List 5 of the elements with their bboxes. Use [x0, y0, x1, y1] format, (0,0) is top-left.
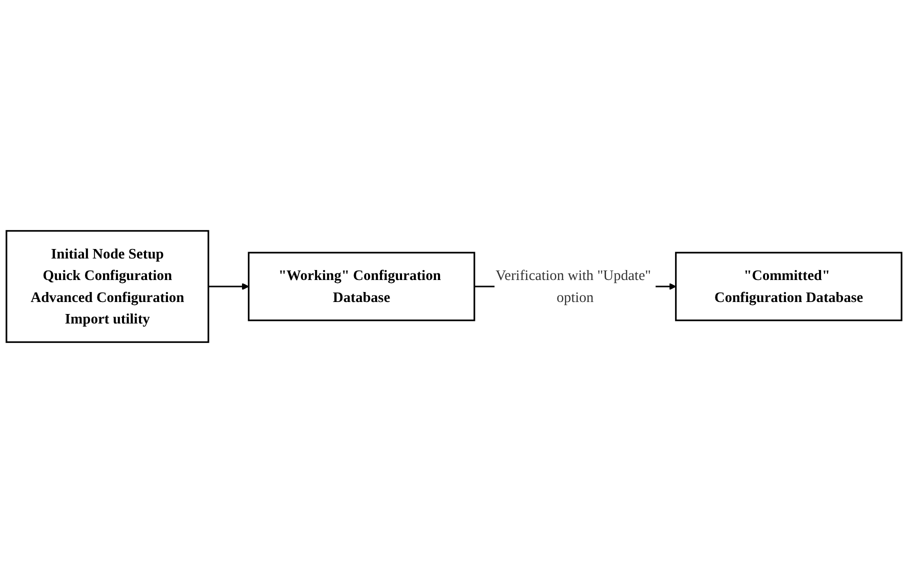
node-box: Initial Node Setup Quick Configuration Advanced Configuration Import utility — [6, 230, 210, 343]
node-box: "Working" Configuration Database — [248, 252, 476, 322]
node-box: "Committed" Configuration Database — [675, 252, 902, 322]
edge-label: Verification with "Update" option — [496, 267, 651, 306]
arrow — [208, 282, 249, 290]
